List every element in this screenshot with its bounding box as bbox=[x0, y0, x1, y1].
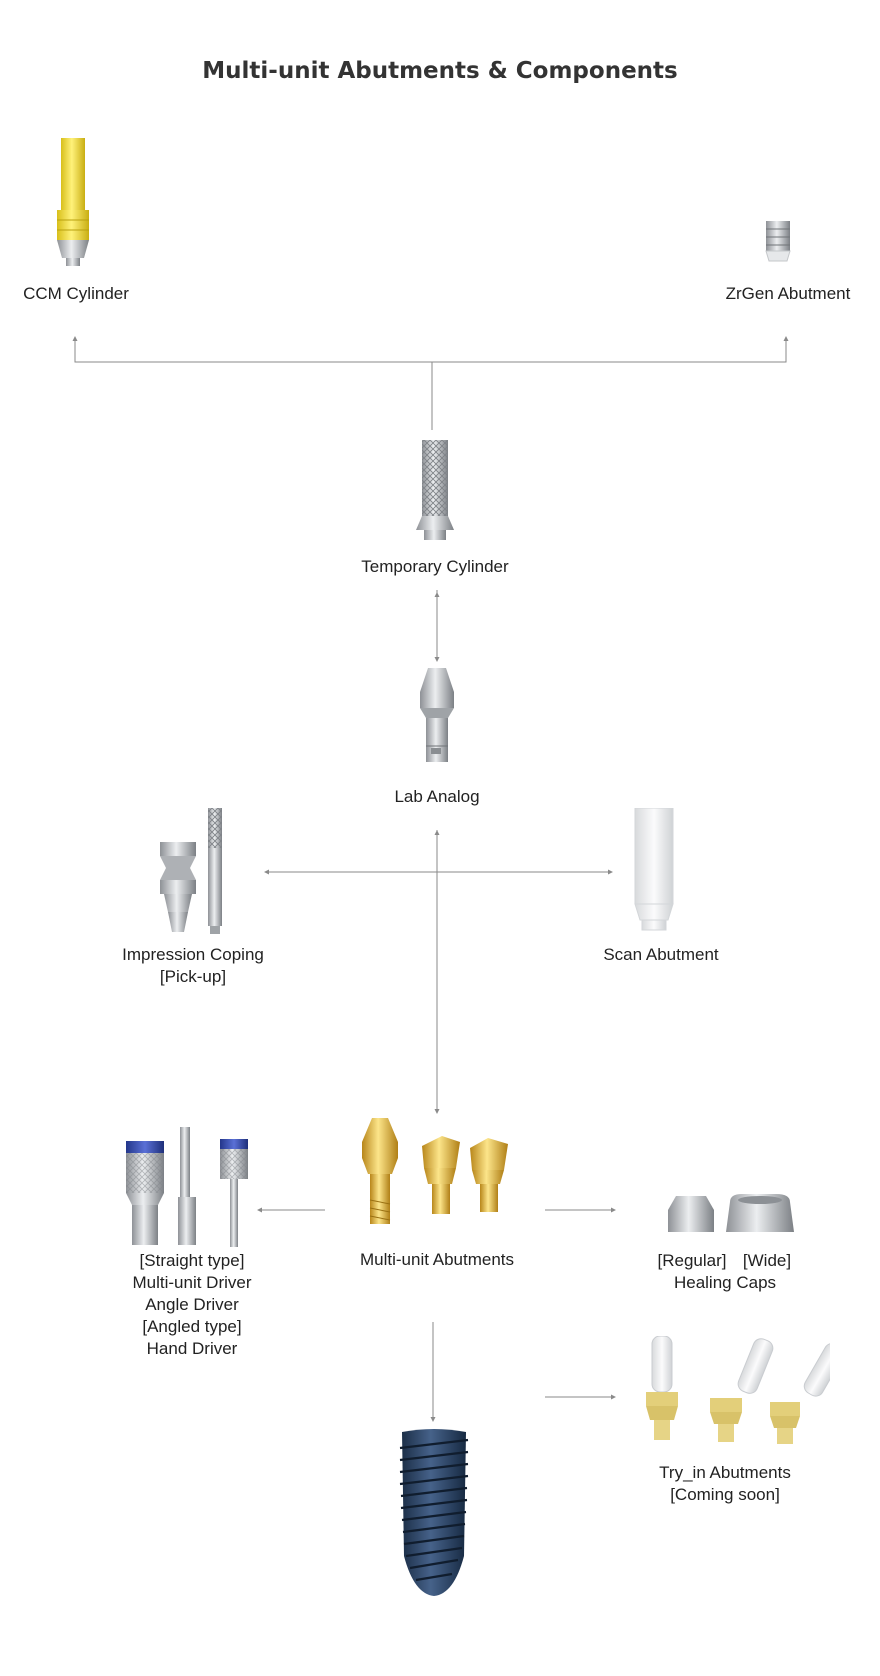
drivers-image[interactable] bbox=[124, 1105, 248, 1250]
scan-abutment-label: Scan Abutment bbox=[603, 945, 719, 964]
arrowhead-temp-up bbox=[434, 592, 440, 597]
arrowhead-driver-left bbox=[257, 1207, 262, 1213]
zrgen-abutment-label: ZrGen Abutment bbox=[725, 284, 851, 303]
ccm-cylinder-label: CCM Cylinder bbox=[23, 284, 129, 303]
driver-label-line3: Angle Driver bbox=[145, 1295, 239, 1314]
tryin-abutments-label-line2: [Coming soon] bbox=[670, 1485, 780, 1504]
impression-coping-image[interactable] bbox=[152, 808, 232, 938]
temporary-cylinder-image[interactable] bbox=[412, 440, 458, 540]
impression-coping-label-line2: [Pick-up] bbox=[159, 967, 227, 986]
driver-label-line4: [Angled type] bbox=[142, 1317, 242, 1336]
driver-label-line1: [Straight type] bbox=[139, 1251, 245, 1270]
multi-unit-abutments-label: Multi-unit Abutments bbox=[359, 1250, 514, 1269]
caps-regular-label: [Regular] bbox=[657, 1251, 727, 1270]
impression-coping-label-line1: Impression Coping bbox=[122, 945, 264, 964]
page-title: Multi-unit Abutments & Components bbox=[202, 58, 678, 84]
arrowhead-implant-down bbox=[430, 1417, 436, 1422]
temporary-cylinder-label: Temporary Cylinder bbox=[361, 557, 509, 576]
implant-fixture-image[interactable] bbox=[394, 1426, 474, 1598]
multi-unit-abutments-image[interactable] bbox=[352, 1118, 522, 1246]
lab-analog-label: Lab Analog bbox=[394, 787, 480, 806]
connector-top-bracket bbox=[74, 340, 787, 363]
ccm-cylinder-image[interactable] bbox=[52, 138, 94, 268]
healing-caps-image[interactable] bbox=[666, 1192, 796, 1236]
lab-analog-image[interactable] bbox=[414, 668, 460, 766]
arrowhead-zrgen bbox=[783, 336, 789, 341]
tryin-abutments-image[interactable] bbox=[640, 1336, 830, 1448]
arrowhead-ccm bbox=[72, 336, 78, 341]
arrowhead-caps-right bbox=[611, 1207, 616, 1213]
driver-label-line2: Multi-unit Driver bbox=[132, 1273, 252, 1292]
driver-label-line5: Hand Driver bbox=[146, 1339, 238, 1358]
arrowhead-tryin-right bbox=[611, 1394, 616, 1400]
arrowhead-abutment-down bbox=[434, 1109, 440, 1114]
arrowhead-coping-left bbox=[264, 869, 269, 875]
zrgen-abutment-image[interactable] bbox=[763, 221, 793, 265]
healing-caps-label: Healing Caps bbox=[673, 1273, 777, 1292]
tryin-abutments-label-line1: Try_in Abutments bbox=[659, 1463, 791, 1482]
arrowhead-lab-up bbox=[434, 830, 440, 835]
caps-wide-label: [Wide] bbox=[742, 1251, 792, 1270]
scan-abutment-image[interactable] bbox=[632, 808, 678, 933]
arrowhead-scan-right bbox=[608, 869, 613, 875]
arrowhead-lab-down bbox=[434, 657, 440, 662]
